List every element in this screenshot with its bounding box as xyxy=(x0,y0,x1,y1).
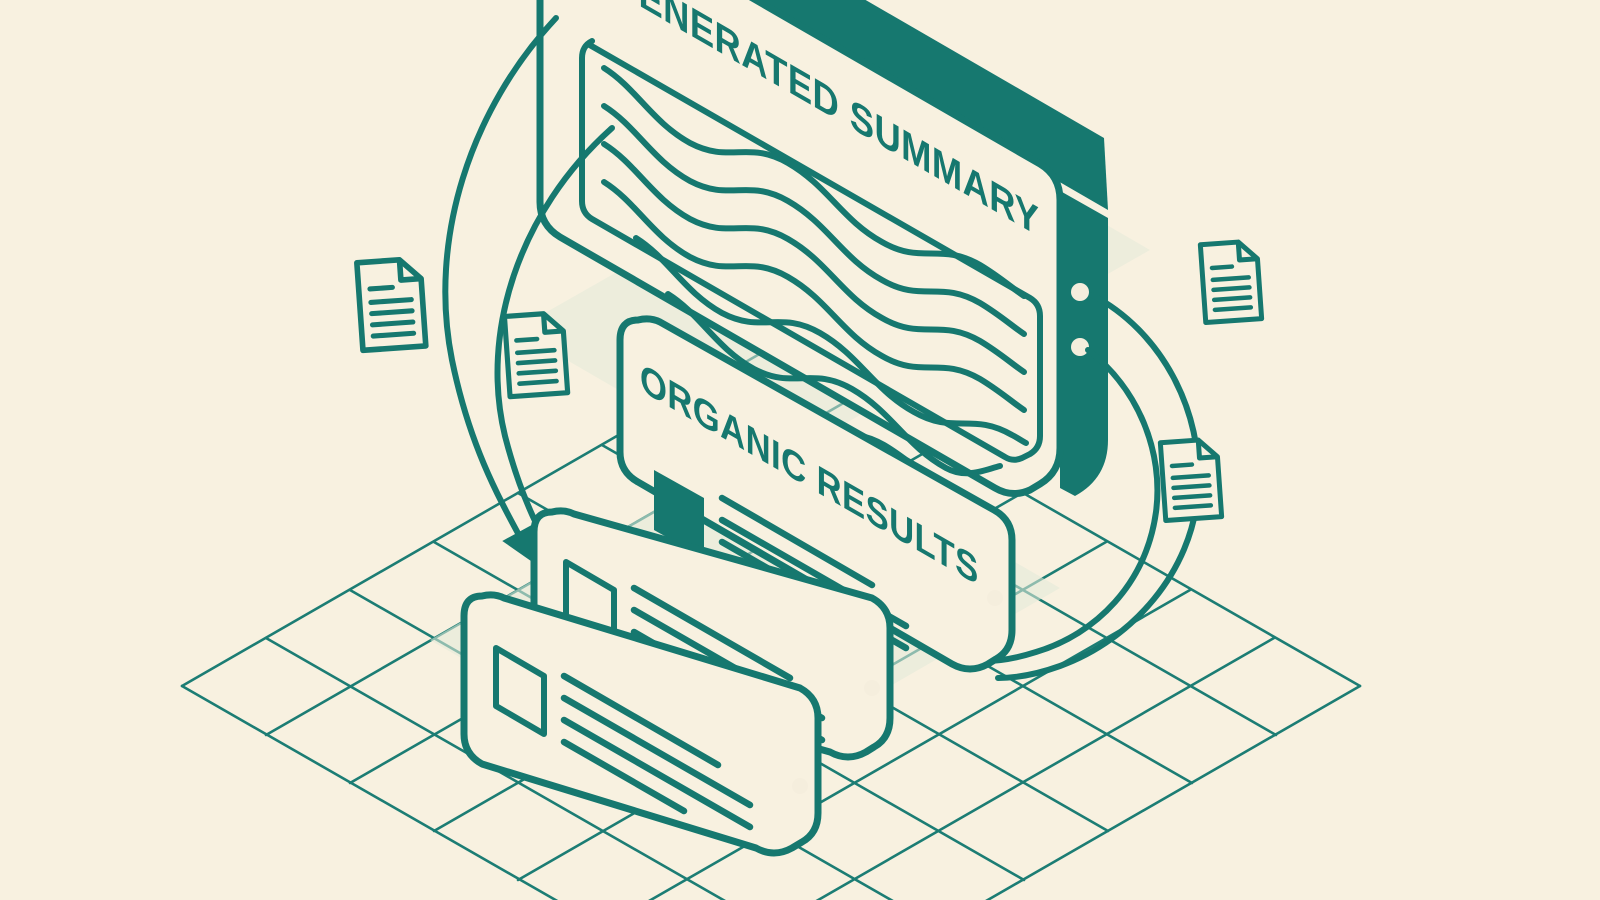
result-card-1-body xyxy=(616,315,1016,673)
ingest-arrow-1 xyxy=(442,15,559,564)
result-card-3-dot xyxy=(792,778,808,794)
tablet-port-dot-1 xyxy=(1071,283,1089,301)
ai-summary-tablet[interactable]: AI-GENERATED SUMMARY xyxy=(536,0,1108,497)
document-icon-right-mid xyxy=(1160,439,1221,521)
output-curve-1 xyxy=(995,292,1202,681)
result-card-3-thumbnail xyxy=(493,645,547,737)
result-card-2-dot xyxy=(864,680,880,696)
result-card-3-lines xyxy=(560,672,754,831)
output-curves xyxy=(983,292,1202,681)
document-icon-left-near xyxy=(504,312,567,396)
document-icon-right-top xyxy=(1200,241,1261,323)
result-card-3[interactable] xyxy=(460,591,822,857)
result-card-1-dot xyxy=(987,590,1003,606)
document-icon-left-far xyxy=(357,258,426,350)
output-curve-2 xyxy=(983,347,1161,664)
result-card-1-thumbnail xyxy=(654,470,704,558)
tablet-port-dot-2 xyxy=(1071,338,1089,356)
tablet-screen-bezel xyxy=(579,38,1043,463)
